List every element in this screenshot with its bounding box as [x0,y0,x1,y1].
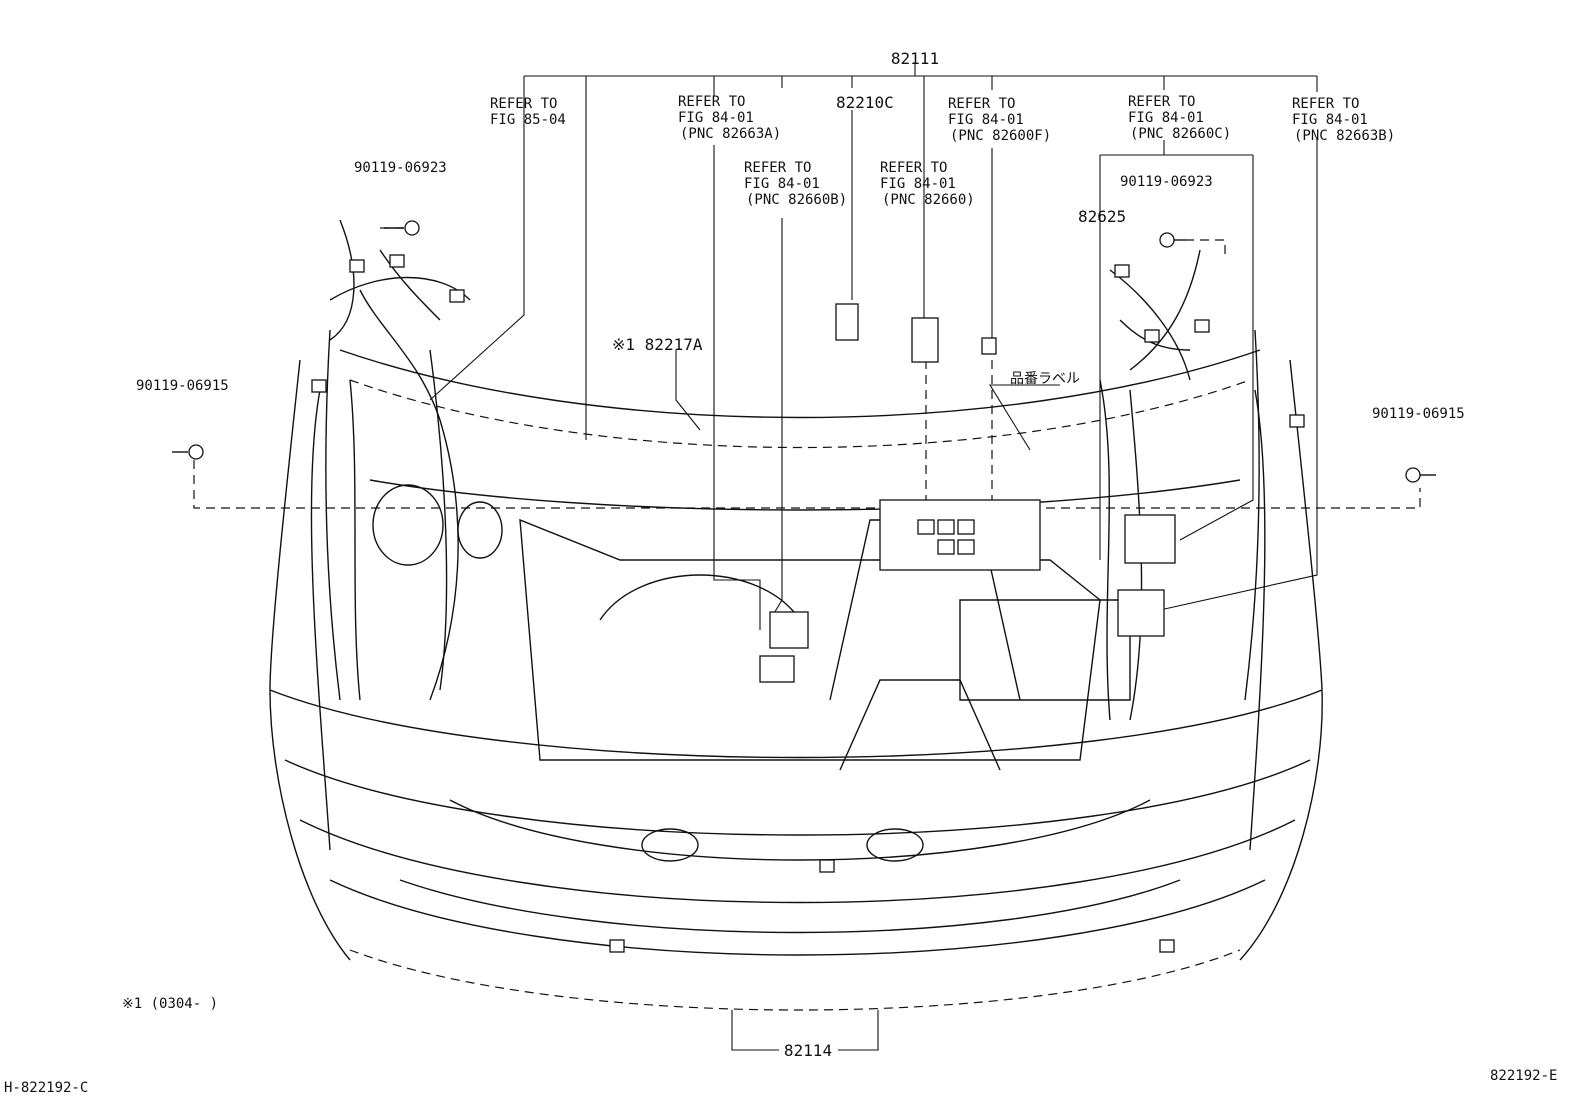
drawing-id-left: H-822192-C [4,1080,88,1096]
refer-82660b-line1: REFER TO [744,160,811,176]
label-bolt-right-top: 90119-06923 [1120,174,1213,190]
refer-82660-line1: REFER TO [880,160,947,176]
label-82114: 82114 [784,1041,832,1060]
label-bolt-left-top: 90119-06923 [354,160,447,176]
refer-82663b-line3: (PNC 82663B) [1294,128,1395,144]
relay-82660c [1124,514,1176,564]
fuse-82210c [835,303,859,341]
bolt-icon [172,444,204,460]
label-82625: 82625 [1078,207,1126,226]
drawing-id-right: 822192-E [1490,1068,1557,1084]
label-82210c: 82210C [836,93,894,112]
junction-block [879,499,1041,571]
label-82217a: ※1 82217A [612,335,703,354]
refer-82660b-line3: (PNC 82660B) [746,192,847,208]
refer-fig85-line1: REFER TO [490,96,557,112]
refer-82663b-line2: FIG 84-01 [1292,112,1368,128]
label-part-number-tag: 品番ラベル [1010,371,1080,387]
junction-relays [917,519,975,555]
refer-82663b-line1: REFER TO [1292,96,1359,112]
fuse-82600f [981,337,997,355]
bolt-alignment-lines [193,227,1421,530]
refer-82600f-line1: REFER TO [948,96,1015,112]
refer-fig85-line2: FIG 85-04 [490,112,566,128]
footnote: ※1 (0304- ) [122,996,218,1012]
relay-82660 [911,317,939,363]
refer-82663a-line2: FIG 84-01 [678,110,754,126]
refer-82660b-line2: FIG 84-01 [744,176,820,192]
label-bolt-right: 90119-06915 [1372,406,1465,422]
part-labels: 82111 REFER TO FIG 85-04 REFER TO FIG 84… [4,49,1557,1096]
refer-82660-line3: (PNC 82660) [882,192,975,208]
refer-82660-line2: FIG 84-01 [880,176,956,192]
refer-82660c-line3: (PNC 82660C) [1130,126,1231,142]
bolt-icon [1159,232,1186,248]
relay-82660b [769,611,809,649]
refer-82600f-line2: FIG 84-01 [948,112,1024,128]
refer-82600f-line3: (PNC 82600F) [950,128,1051,144]
label-82111: 82111 [891,49,939,68]
refer-82660c-line2: FIG 84-01 [1128,110,1204,126]
relay-82663a [759,655,795,683]
relay-82663b [1117,589,1165,637]
refer-82663a-line1: REFER TO [678,94,745,110]
label-bolt-left: 90119-06915 [136,378,229,394]
refer-82663a-line3: (PNC 82663A) [680,126,781,142]
vehicle-body [269,219,1323,1011]
components [172,220,1436,953]
bolt-icon [1405,467,1436,483]
refer-82660c-line1: REFER TO [1128,94,1195,110]
bolt-icon [384,220,420,236]
